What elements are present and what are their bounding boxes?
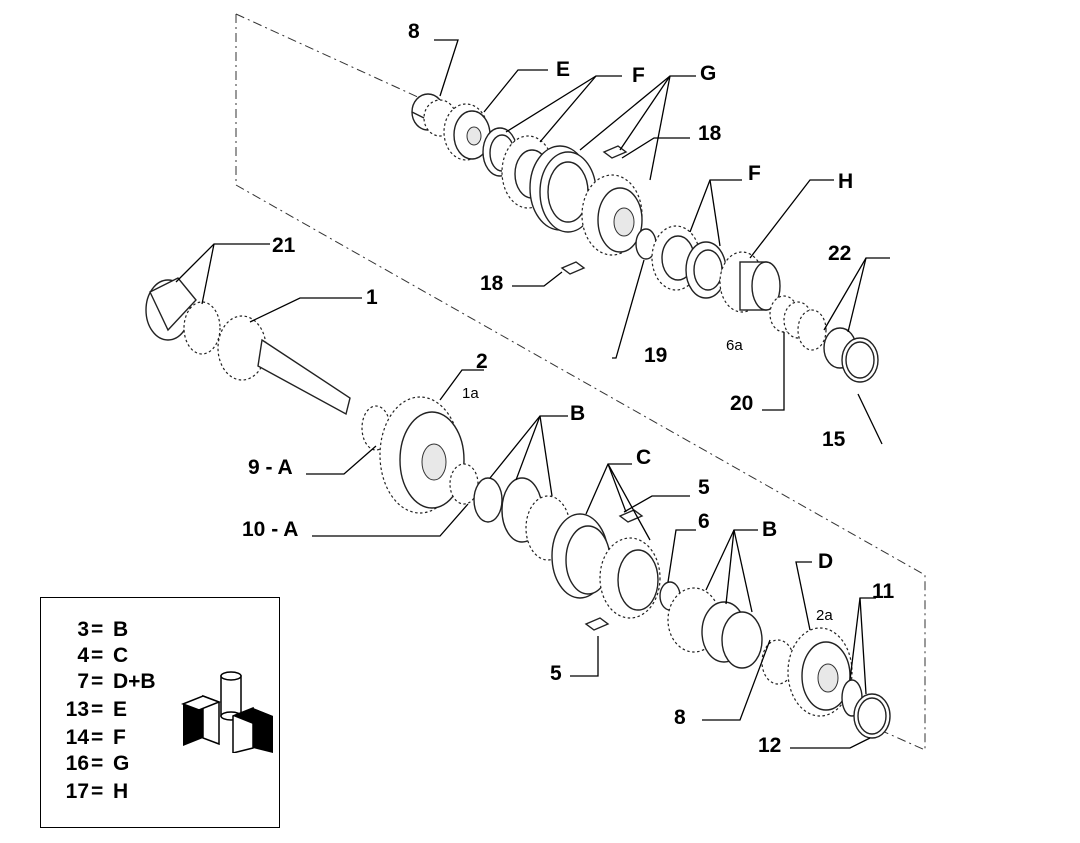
legend-box: 3 = B 4 = C 7 = D+B 13 = E 14 = F 16 = G… bbox=[40, 597, 280, 828]
legend-equals: = bbox=[91, 670, 104, 693]
callout-labels: 8 E F G 18 18 F H 21 1 22 19 6a 20 15 2 … bbox=[242, 20, 895, 757]
synchro-ring-f-mid bbox=[651, 225, 727, 299]
legend-key: 14 bbox=[65, 726, 89, 749]
callout-1a: 1a bbox=[462, 385, 479, 402]
callout-h: H bbox=[838, 170, 853, 193]
legend-value: C bbox=[113, 644, 129, 667]
synchro-sleeve-g-top bbox=[529, 145, 597, 233]
legend-equals: = bbox=[91, 780, 104, 803]
legend-value: B bbox=[113, 618, 129, 641]
legend-key: 13 bbox=[65, 698, 89, 721]
gear-d bbox=[787, 627, 853, 717]
key-18-mid bbox=[560, 261, 586, 275]
callout-b-low: B bbox=[762, 518, 777, 541]
legend-row: 17 = H bbox=[41, 780, 201, 806]
legend-key: 16 bbox=[65, 752, 89, 775]
callout-f-mid: F bbox=[748, 162, 761, 185]
legend-value: H bbox=[113, 780, 129, 803]
callout-6: 6 bbox=[698, 510, 710, 533]
key-5-low bbox=[584, 617, 610, 631]
callout-9-a: 9 - A bbox=[248, 456, 293, 479]
synchro-rings-b-low bbox=[667, 587, 763, 669]
callout-c: C bbox=[636, 446, 651, 469]
bearing-22 bbox=[797, 309, 879, 383]
legend-row: 13 = E bbox=[41, 698, 201, 724]
key-5-top bbox=[618, 509, 644, 523]
legend-value: F bbox=[113, 726, 126, 749]
ring-12 bbox=[853, 693, 891, 739]
key-18-top bbox=[602, 145, 628, 159]
callout-e-top: E bbox=[556, 58, 570, 81]
leader-lines bbox=[175, 39, 890, 749]
assembly-axis-lines bbox=[235, 13, 926, 751]
legend-key: 17 bbox=[65, 780, 89, 803]
callout-f-top: F bbox=[632, 64, 645, 87]
legend-row: 4 = C bbox=[41, 644, 201, 670]
callout-11: 11 bbox=[872, 580, 895, 603]
callout-b-mid: B bbox=[570, 402, 585, 425]
callout-15: 15 bbox=[822, 428, 846, 451]
callout-2: 2 bbox=[476, 350, 488, 373]
callout-22: 22 bbox=[828, 242, 851, 265]
legend-equals: = bbox=[91, 618, 104, 641]
legend-row: 16 = G bbox=[41, 752, 201, 778]
gear-2 bbox=[379, 396, 465, 514]
legend-value: G bbox=[113, 752, 130, 775]
legend-equals: = bbox=[91, 698, 104, 721]
callout-5-top: 5 bbox=[698, 476, 710, 499]
callout-19: 19 bbox=[644, 344, 667, 367]
legend-key: 3 bbox=[77, 618, 89, 641]
parts-kit-boxes-icon bbox=[181, 671, 273, 753]
legend-key: 4 bbox=[77, 644, 89, 667]
callout-8-low: 8 bbox=[674, 706, 686, 729]
callout-10-a: 10 - A bbox=[242, 518, 298, 541]
legend-row: 14 = F bbox=[41, 726, 201, 752]
legend-value: D+B bbox=[113, 670, 156, 693]
callout-5-low: 5 bbox=[550, 662, 562, 685]
legend-equals: = bbox=[91, 726, 104, 749]
callout-2a: 2a bbox=[816, 607, 833, 624]
callout-d: D bbox=[818, 550, 833, 573]
synchro-hub-top bbox=[581, 174, 643, 256]
callout-18-mid: 18 bbox=[480, 272, 504, 295]
callout-1: 1 bbox=[366, 286, 378, 309]
synchro-rings-b-mid bbox=[473, 477, 571, 561]
callout-18-top: 18 bbox=[698, 122, 722, 145]
lower-shaft-parts bbox=[449, 463, 891, 739]
callout-6a: 6a bbox=[726, 337, 743, 354]
gear-h bbox=[719, 251, 781, 313]
legend-equals: = bbox=[91, 644, 104, 667]
callout-8-top: 8 bbox=[408, 20, 420, 43]
synchro-sleeve-c bbox=[551, 513, 611, 599]
legend-equals: = bbox=[91, 752, 104, 775]
legend-row: 3 = B bbox=[41, 618, 201, 644]
main-shaft bbox=[145, 277, 391, 451]
legend-key: 7 bbox=[77, 670, 89, 693]
callout-21: 21 bbox=[272, 234, 296, 257]
legend-value: E bbox=[113, 698, 128, 721]
callout-g-top: G bbox=[700, 62, 716, 85]
synchro-hub-lower bbox=[599, 537, 661, 619]
upper-shaft-parts bbox=[411, 93, 879, 383]
legend-row: 7 = D+B bbox=[41, 670, 201, 696]
callout-20: 20 bbox=[730, 392, 753, 415]
callout-12: 12 bbox=[758, 734, 781, 757]
